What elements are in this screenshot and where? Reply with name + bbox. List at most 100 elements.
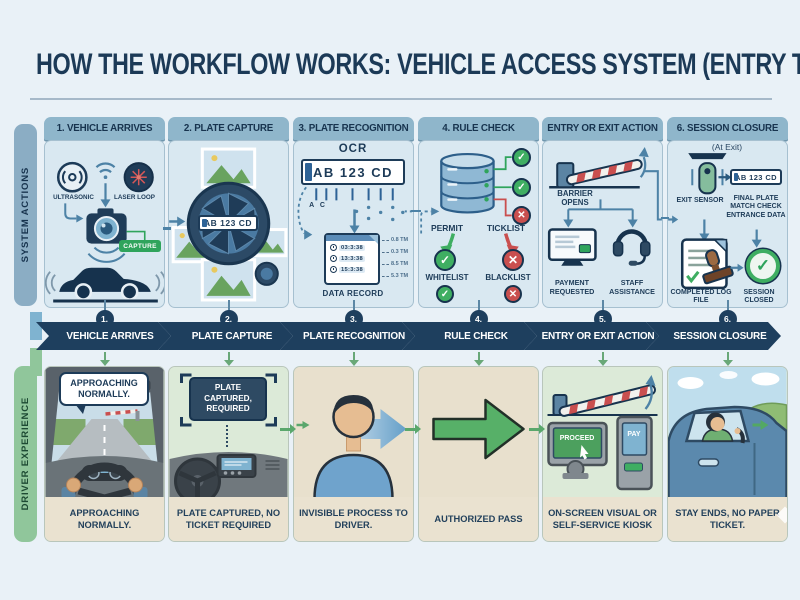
step-number-3: 3. — [344, 310, 363, 328]
page-title: HOW THE WORKFLOW WORKS: VEHICLE ACCESS S… — [36, 48, 800, 81]
clock-icon — [330, 244, 337, 251]
exit-plate-number: AB 123 CD — [735, 172, 777, 182]
caption-invisible-process: INVISIBLE PROCESS TO DRIVER. — [294, 497, 413, 541]
scatter-dots — [354, 205, 405, 222]
tab-session-closure: 6. SESSION CLOSURE — [667, 117, 788, 140]
down-arrow — [352, 352, 355, 360]
band-step-6: SESSION CLOSURE — [646, 322, 781, 350]
stem — [227, 300, 230, 311]
exit-sensor-icon — [691, 162, 724, 195]
driver-panel-authorized-pass: AUTHORIZED PASS — [418, 366, 539, 542]
band-step-3: PLATE RECOGNITION — [280, 322, 415, 350]
authorized-arrow-icon — [432, 398, 525, 460]
exit-plate: AB 123 CD — [730, 169, 782, 185]
sensor-mount — [688, 153, 727, 160]
whitelist-check-icon: ✓ — [434, 249, 456, 271]
band-step-5: ENTRY OR EXIT ACTION — [524, 322, 659, 350]
ocr-plate: AB 123 CD — [301, 159, 405, 185]
pay-screen-label: PAY — [627, 431, 641, 438]
gap-arrow — [280, 428, 290, 431]
tab-vehicle-arrives: 1. VEHICLE ARRIVES — [44, 117, 165, 140]
cross-circle-icon: ✕ — [512, 206, 531, 225]
capture-screen: PLATE CAPTURED, REQUIRED — [189, 377, 267, 421]
sidebar-driver-label: DRIVER EXPERIENCE — [20, 397, 31, 511]
system-panel-plate-recognition: OCR AB 123 CD A C 03:3:38 13:3:38 15:3:3… — [293, 140, 414, 308]
driver-person-illustration — [294, 367, 413, 499]
permit-label: PERMIT — [430, 223, 464, 233]
band-step-4: RULE CHECK — [402, 322, 537, 350]
session-closure-illustration — [668, 153, 762, 290]
ocr-ticks-icon — [315, 188, 394, 201]
driver-person-icon — [313, 395, 394, 499]
at-exit-label: (At Exit) — [711, 142, 743, 152]
capture-brackets-icon — [180, 373, 277, 427]
down-arrow-head — [223, 360, 234, 366]
rule-check-illustration — [420, 152, 519, 257]
entry-exit-illustration — [547, 147, 662, 266]
connector-line — [163, 227, 171, 230]
stem — [726, 300, 729, 311]
down-arrow — [477, 352, 480, 360]
sidebar-driver-experience: DRIVER EXPERIENCE — [14, 366, 37, 542]
barrier-arm-icon — [558, 384, 656, 417]
down-arrow-head — [99, 360, 110, 366]
caption-authorized-pass: AUTHORIZED PASS — [419, 497, 538, 541]
step-number-1: 1. — [95, 310, 114, 328]
tab-plate-recognition: 3. PLATE RECOGNITION — [293, 117, 414, 140]
stamp-icon — [702, 249, 734, 285]
cross-circle-icon: ✕ — [504, 285, 522, 303]
car-leaving-illustration — [668, 367, 787, 499]
doc-fold — [369, 235, 378, 244]
laser-loop-icon — [123, 162, 154, 193]
staff-assistance-label: STAFF ASSISTANCE — [609, 278, 655, 296]
down-arrow-head — [722, 360, 733, 366]
gap-arrow-head — [539, 424, 545, 434]
authorized-arrow-illustration — [419, 367, 538, 499]
record-row: 15:3:38 — [330, 266, 378, 273]
whitelist-label: WHITELIST — [425, 273, 469, 282]
signal-icon — [95, 162, 116, 202]
blacklist-label: BLACKLIST — [485, 273, 531, 282]
proceed-screen-label: PROCEED — [559, 435, 595, 442]
plate-number: AB 123 CD — [204, 218, 252, 228]
proceed-monitor-icon — [547, 421, 608, 479]
check-circle-icon: ✓ — [436, 285, 454, 303]
down-arrow-head — [348, 360, 359, 366]
record-row: 13:3:38 — [330, 255, 378, 262]
headset-icon — [612, 229, 651, 266]
driver-panel-kiosk: PROCEED PAY ON-SCREEN VISUAL OR SELF-SER… — [542, 366, 663, 542]
mark-row: 8.5 TM — [382, 261, 408, 267]
caption-kiosk: ON-SCREEN VISUAL OR SELF-SERVICE KIOSK — [543, 497, 662, 541]
barrier-opens-label: BARRIER OPENS — [557, 189, 593, 208]
session-closed-check-icon: ✓ — [746, 249, 780, 283]
record-time: 15:3:38 — [339, 266, 366, 273]
system-panel-session-closure: (At Exit) AB 123 CD EXIT SENSOR FINAL PL… — [667, 140, 788, 308]
gap-arrow — [529, 428, 539, 431]
ocr-label: OCR — [338, 143, 368, 155]
record-time: 13:3:38 — [339, 255, 366, 262]
gap-arrow-head — [415, 424, 421, 434]
stem — [477, 300, 480, 311]
plate-band — [202, 219, 207, 227]
ripple-icon — [87, 246, 126, 263]
speech-bubble-tail — [75, 404, 86, 414]
tab-plate-capture: 2. PLATE CAPTURE — [168, 117, 289, 140]
tab-entry-exit-action: ENTRY OR EXIT ACTION — [542, 117, 663, 140]
exit-direction-arrow — [760, 420, 769, 430]
database-icon — [440, 152, 495, 214]
stem — [103, 300, 106, 311]
system-panel-plate-capture: AB 123 CD — [168, 140, 289, 308]
plate-band — [734, 173, 738, 181]
stem — [352, 300, 355, 311]
mark-row: 0.3 TM — [382, 249, 408, 255]
check-circle-icon: ✓ — [512, 178, 531, 197]
ticklist-label: TICKLIST — [486, 223, 526, 233]
down-arrow — [103, 352, 106, 360]
driver-panel-approaching: APPROACHING NORMALLY. APPROACHING NORMAL… — [44, 366, 165, 542]
capture-frame-illustration: PLATE CAPTURED, REQUIRED — [169, 367, 288, 499]
ultrasonic-icon — [56, 161, 88, 193]
down-arrow — [726, 352, 729, 360]
record-row: 03:3:38 — [330, 244, 378, 251]
capture-badge: CAPTURE — [119, 240, 161, 252]
